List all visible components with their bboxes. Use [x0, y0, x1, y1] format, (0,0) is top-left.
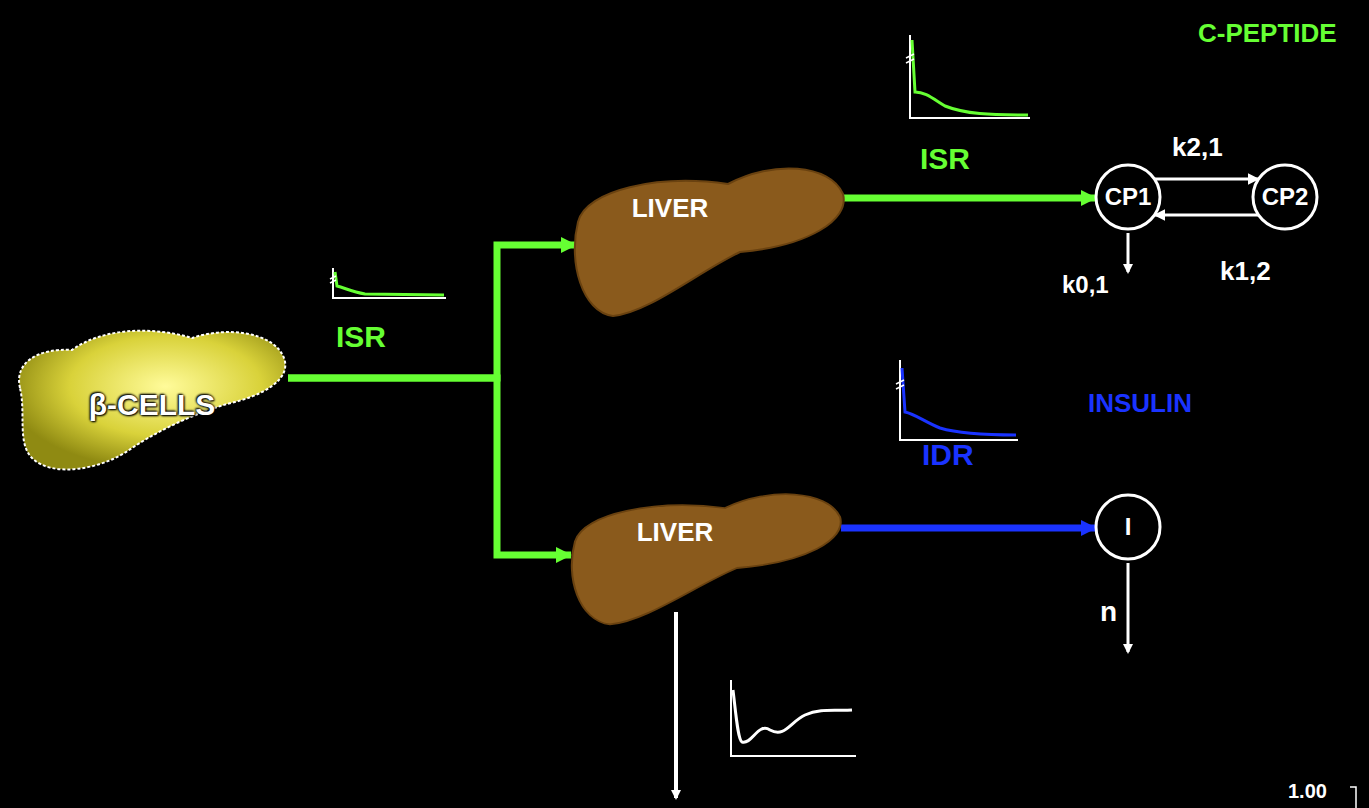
- liver-shape: LIVER: [568, 150, 848, 320]
- axis-value: 1.00: [1288, 781, 1327, 801]
- flow-arrow: [1154, 178, 1258, 181]
- pancreas-shape: β-CELLS: [12, 318, 294, 483]
- axis-tick: [1350, 787, 1356, 808]
- edge-label: k2,1: [1172, 134, 1223, 160]
- node-label: CP1: [1105, 185, 1152, 209]
- edge-label: ISR: [920, 144, 970, 174]
- flow-arrow: [288, 245, 576, 378]
- flow-arrow: [288, 378, 571, 555]
- liver-shape: [565, 478, 845, 628]
- node-label: LIVER: [637, 519, 714, 545]
- edge-label: IDR: [922, 440, 974, 470]
- node-label: LIVER: [632, 195, 709, 221]
- mini-plot: [906, 35, 1030, 118]
- flow-arrow: [841, 525, 1096, 532]
- mini-plot: [330, 268, 446, 298]
- section-title: C-PEPTIDE: [1198, 20, 1337, 46]
- node-label: CP2: [1262, 185, 1309, 209]
- rate-constant: k0,1: [1062, 273, 1109, 297]
- compartment-circle: CP2: [1251, 163, 1319, 231]
- rate-constant: n: [1100, 598, 1117, 626]
- node-label: I: [1125, 515, 1132, 539]
- flow-arrow: [1154, 214, 1258, 217]
- edge-label: ISR: [336, 322, 386, 352]
- flow-arrow: [844, 195, 1096, 202]
- compartment-circle: I: [1094, 493, 1162, 561]
- compartment-circle: CP1: [1094, 163, 1162, 231]
- section-title: INSULIN: [1088, 390, 1192, 416]
- outflow-arrow: [1127, 563, 1130, 652]
- outflow-arrow: [1127, 233, 1130, 272]
- node-label: β-CELLS: [89, 390, 216, 420]
- edge-label: k1,2: [1220, 258, 1271, 284]
- liver-shape: [568, 150, 848, 320]
- liver-shape: LIVER: [565, 478, 845, 628]
- outflow-arrow: [674, 612, 678, 798]
- mini-plot: [731, 680, 856, 756]
- mini-plot: [896, 360, 1018, 440]
